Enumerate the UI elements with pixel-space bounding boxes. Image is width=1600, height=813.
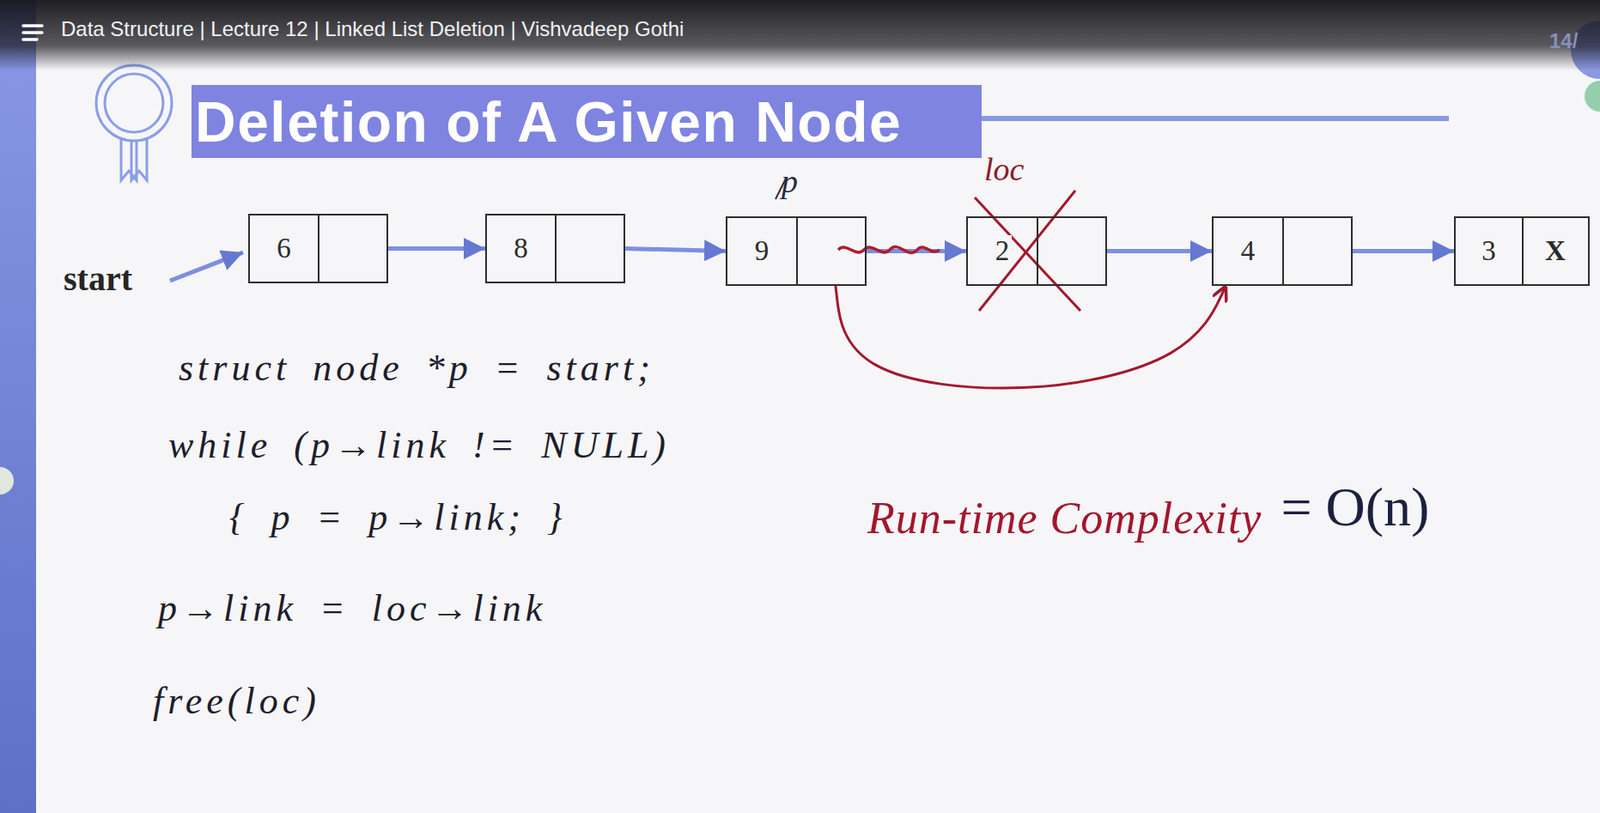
next-link [625, 249, 726, 252]
info-cell: 3 [1455, 218, 1522, 285]
side-strip [0, 0, 37, 813]
link-cell [796, 218, 864, 285]
slide-title-band: Deletion of A Given Node [191, 85, 982, 159]
slide-title: Deletion of A Given Node [194, 89, 902, 155]
link-cell [317, 215, 386, 282]
link-cell [1282, 218, 1351, 285]
link-cell [554, 215, 623, 282]
info-cell: 4 [1213, 218, 1283, 285]
medal-ribbon [131, 137, 147, 181]
list-node: 2 [966, 216, 1108, 286]
info-cell: 9 [727, 218, 797, 285]
node-value: 3 [1478, 235, 1499, 267]
info-cell: 8 [486, 215, 555, 282]
code-line: p→link = loc→link [158, 587, 547, 632]
complexity-note: Run-time Complexity [867, 492, 1262, 545]
code-line: while (p→link != NULL) [168, 424, 670, 469]
pointer-label: p [781, 163, 798, 201]
info-cell: 2 [967, 218, 1037, 285]
medal-ribbon [121, 137, 137, 181]
title-rule [981, 115, 1449, 122]
pointer-label: loc [984, 151, 1024, 189]
null-mark: X [1542, 235, 1569, 267]
node-value: 8 [511, 232, 531, 264]
delete-cross [979, 190, 1076, 311]
code-line: struct node *p = start; [178, 346, 655, 391]
next-link [1352, 249, 1454, 254]
next-link [866, 249, 967, 254]
code-line: free(loc) [152, 680, 321, 724]
menu-line [23, 30, 43, 35]
head-pointer: start [63, 259, 133, 299]
next-link [388, 246, 486, 251]
info-cell: 6 [249, 215, 318, 282]
next-link [1107, 249, 1212, 254]
strike-scribble [838, 247, 940, 254]
list-node: 8 [485, 213, 626, 284]
link-cell: X [1521, 218, 1588, 285]
node-value: 4 [1238, 235, 1259, 267]
node-value: 6 [273, 232, 294, 264]
medal-inner [104, 73, 164, 133]
start-pointer [170, 252, 244, 281]
list-node: 3X [1453, 216, 1590, 286]
corner-dot [1584, 80, 1600, 112]
code-line: { p = p→link; } [229, 496, 567, 541]
page-number: 14/ [1549, 29, 1578, 54]
bypass-link [835, 285, 1226, 389]
delete-cross [974, 197, 1081, 311]
list-node: 6 [248, 213, 389, 284]
side-dot [0, 467, 14, 495]
video-title: Data Structure | Lecture 12 | Linked Lis… [60, 17, 684, 42]
list-node: 4 [1211, 216, 1353, 286]
medal-outer [96, 65, 172, 141]
menu-line [23, 37, 37, 42]
menu-icon [23, 25, 43, 40]
link-cell [1036, 218, 1105, 285]
complexity-value: = O(n) [1280, 475, 1430, 540]
list-node: 9 [725, 216, 867, 286]
node-value: 9 [752, 235, 773, 267]
video-bar [0, 0, 1600, 71]
node-value: 2 [992, 235, 1013, 267]
medal-icon [96, 65, 172, 181]
menu-line [23, 24, 43, 28]
